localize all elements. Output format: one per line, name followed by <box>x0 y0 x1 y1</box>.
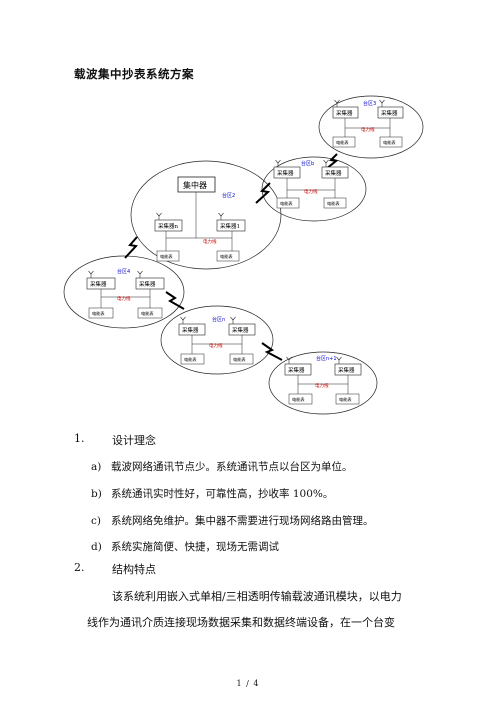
wireless-links <box>124 153 339 361</box>
list-item: c) 系统网络免维护。集中器不需要进行现场网络路由管理。 <box>91 513 374 528</box>
collector-label: 采集器 <box>232 326 249 334</box>
document-title: 载波集中抄表系统方案 <box>74 67 194 81</box>
collector-box <box>216 219 246 232</box>
carrier-system-diagram: 台区3 采集器 采集器 电力线 电能表 电能表 台区b 采集器 采集器 电力线 … <box>63 95 424 415</box>
collector-label-1: 采集器1 <box>220 222 240 230</box>
meter-box <box>288 393 313 405</box>
meter-box <box>180 353 205 365</box>
collector-box <box>377 106 404 119</box>
meter-box <box>137 307 163 319</box>
power-line-label: 电力线 <box>304 188 318 195</box>
list-item-label: b) <box>91 488 102 500</box>
section-title: 设计理念 <box>112 434 156 447</box>
meter-box <box>88 307 114 319</box>
section-2-heading: 2. 结构特点 <box>74 561 274 577</box>
meter-label: 电能表 <box>233 356 246 363</box>
area-2-group: 集中器 台区2 采集器n 采集器1 电力线 电能表 电能表 <box>154 176 246 262</box>
meter-box <box>379 136 403 148</box>
section-title: 结构特点 <box>112 563 156 576</box>
area-label-4: 台区4 <box>117 268 130 275</box>
power-line-label: 电力线 <box>361 126 375 133</box>
concentrator-label: 集中器 <box>183 180 207 190</box>
list-item: b) 系统通讯实时性好，可靠性高，抄收率 100%。 <box>91 486 333 501</box>
meter-label: 电能表 <box>160 253 173 260</box>
list-item-label: c) <box>91 515 101 527</box>
collector-label: 采集器 <box>325 169 342 177</box>
section-1-heading: 1. 设计理念 <box>74 432 274 448</box>
meter-box <box>216 250 240 262</box>
meter-label: 电能表 <box>339 396 352 403</box>
meter-label: 电能表 <box>292 396 305 403</box>
area-3-group: 台区3 采集器 采集器 电力线 电能表 电能表 <box>332 99 404 148</box>
area-label-n1: 台区n+1 <box>316 355 337 362</box>
list-item-label: a) <box>91 461 102 473</box>
power-line-label: 电力线 <box>203 238 217 245</box>
collector-label: 采集器 <box>288 366 305 374</box>
list-item-text: 系统网络免维护。集中器不需要进行现场网络路由管理。 <box>111 515 374 527</box>
list-item-text: 载波网络通讯节点少。系统通讯节点以台区为单位。 <box>111 461 353 473</box>
concentrator-box <box>177 176 216 193</box>
collector-label: 采集器 <box>338 366 355 374</box>
meter-label: 电能表 <box>92 310 105 317</box>
collector-label: 采集器 <box>381 109 398 117</box>
collector-label: 采集器 <box>336 109 353 117</box>
meter-label: 电能表 <box>327 200 340 207</box>
meter-box <box>276 197 300 209</box>
meter-box <box>156 250 180 262</box>
paragraph-line: 该系统利用嵌入式单相/三相透明传输载波通讯模块，以电力 <box>112 590 402 603</box>
collector-box <box>332 106 359 119</box>
area-n-group: 台区n 采集器 采集器 电力线 电能表 电能表 <box>178 316 256 365</box>
collector-box <box>154 219 183 232</box>
area-label-3: 台区3 <box>363 100 376 107</box>
meter-box <box>323 197 347 209</box>
power-line-label: 电力线 <box>209 342 223 349</box>
area-ellipse-3 <box>318 95 424 159</box>
area-label-b: 台区b <box>301 160 314 167</box>
area-ellipse-n1 <box>268 351 378 415</box>
area-b-group: 台区b 采集器 采集器 电力线 电能表 电能表 <box>273 159 349 209</box>
collector-label: 采集器 <box>90 280 107 288</box>
paragraph-line: 线作为通讯介质连接现场数据采集和数据终端设备，在一个台变 <box>87 616 395 629</box>
meter-box <box>332 136 356 148</box>
meter-box <box>229 353 254 365</box>
area-ellipse-4 <box>63 255 185 329</box>
list-item: a) 载波网络通讯节点少。系统通讯节点以台区为单位。 <box>91 459 353 474</box>
area-ellipse-n <box>160 305 274 375</box>
list-item-text: 系统通讯实时性好，可靠性高，抄收率 100%。 <box>111 488 334 500</box>
meter-label: 电能表 <box>184 356 197 363</box>
area-n1-group: 台区n+1 采集器 采集器 电力线 电能表 电能表 <box>284 355 362 405</box>
meter-label: 电能表 <box>220 253 233 260</box>
meter-label: 电能表 <box>383 139 396 146</box>
area-label-n: 台区n <box>212 316 225 323</box>
collector-label: 采集器 <box>277 169 294 177</box>
power-line-label: 电力线 <box>315 382 329 389</box>
collector-label-n: 采集器n <box>158 222 179 230</box>
list-item-label: d) <box>91 541 102 553</box>
area-ellipse-b <box>261 156 367 222</box>
section-number: 2. <box>74 561 85 574</box>
collector-label: 采集器 <box>182 326 199 334</box>
list-item: d) 系统实施简便、快捷，现场无需调试 <box>91 539 279 554</box>
meter-label: 电能表 <box>280 200 293 207</box>
meter-box <box>335 393 360 405</box>
area-ellipse-2 <box>130 160 282 270</box>
page-number: 1 / 4 <box>236 679 260 688</box>
collector-label: 采集器 <box>139 280 156 288</box>
section-number: 1. <box>74 432 85 445</box>
power-line-label: 电力线 <box>117 295 131 302</box>
area-label-2: 台区2 <box>222 192 235 199</box>
area-4-group: 台区4 采集器 采集器 电力线 电能表 电能表 <box>86 268 165 319</box>
meter-label: 电能表 <box>336 139 349 146</box>
meter-label: 电能表 <box>141 310 154 317</box>
list-item-text: 系统实施简便、快捷，现场无需调试 <box>111 541 279 553</box>
